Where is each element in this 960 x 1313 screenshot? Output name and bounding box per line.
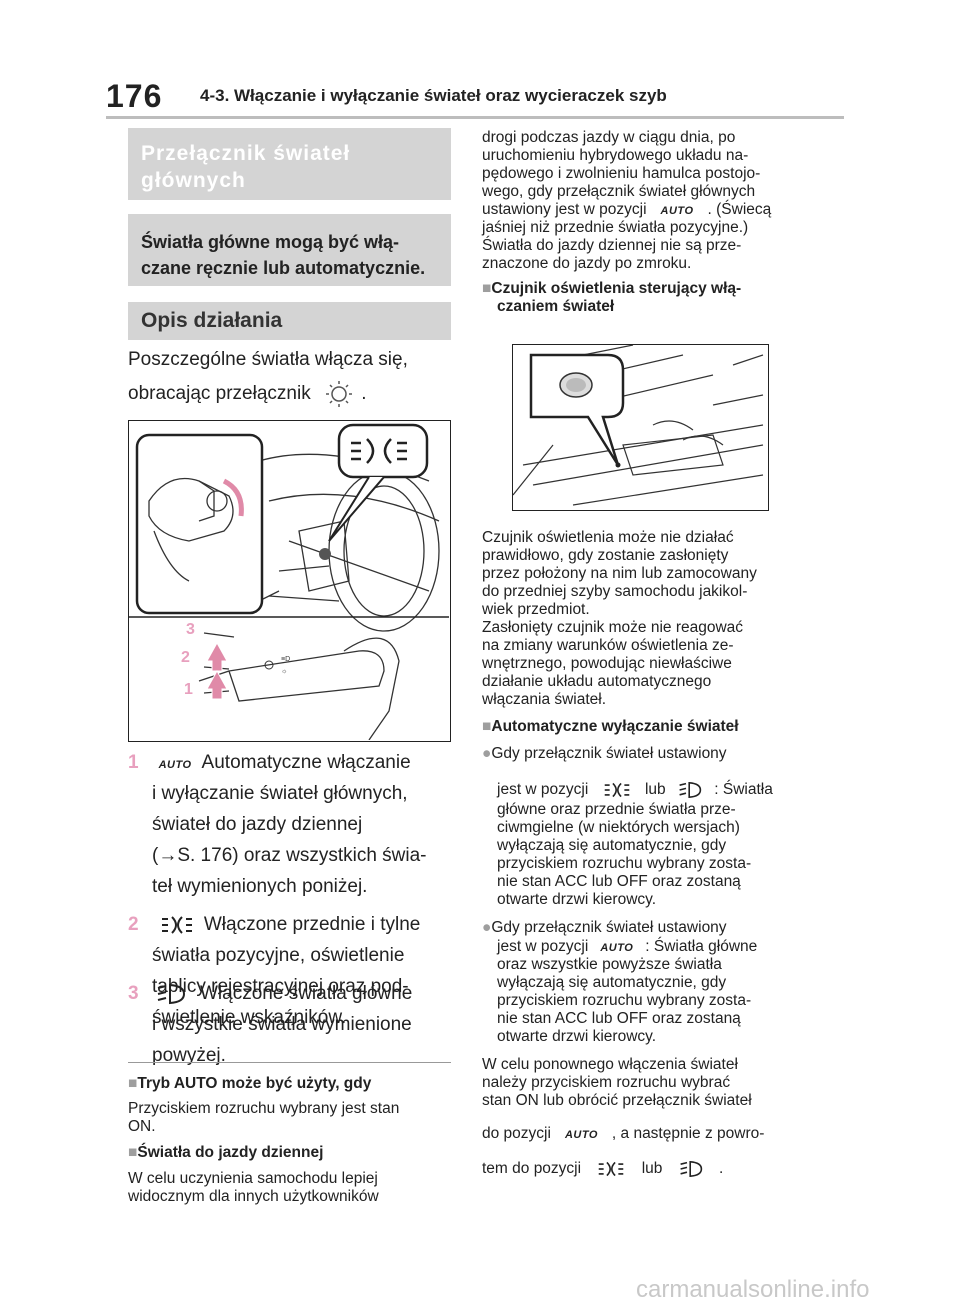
auto-icon: AUTO bbox=[600, 942, 634, 954]
paragraph-line: wiek przedmiot. bbox=[482, 601, 590, 618]
parking-lights-icon bbox=[599, 1161, 624, 1177]
paragraph-line: drogi podczas jazdy w ciągu dnia, po bbox=[482, 129, 736, 146]
paragraph-line: wego, gdy przełącznik świateł głównych bbox=[482, 183, 756, 200]
item3-line2: i wszystkie światła wymienione bbox=[152, 1014, 412, 1035]
figure-label-3: 3 bbox=[186, 621, 195, 638]
figure-label-2: 2 bbox=[181, 649, 190, 666]
auto-icon: AUTO bbox=[564, 1129, 598, 1141]
paragraph-line: wnętrznego, powodując niewłaściwe bbox=[482, 655, 732, 672]
paragraph-line: działanie układu automatycznego bbox=[482, 673, 712, 690]
paragraph-line: na zmiany warunków oświetlenia ze- bbox=[482, 637, 734, 654]
page-number: 176 bbox=[106, 78, 163, 114]
auto-icon: AUTO bbox=[660, 205, 694, 217]
light-sensor-figure bbox=[512, 344, 769, 511]
paragraph-line: tem do pozycji lub . bbox=[482, 1160, 724, 1178]
paragraph-line: prawidłowo, gdy zostanie zasłonięty bbox=[482, 547, 729, 564]
light-sensor-illustration bbox=[512, 344, 764, 506]
subsection-title: Opis działania bbox=[141, 309, 283, 332]
summary-line1: Światła główne mogą być włą- bbox=[141, 232, 400, 252]
headlights-icon bbox=[157, 983, 186, 1005]
paragraph-line: otwarte drzwi kierowcy. bbox=[497, 891, 657, 908]
note-text: W celu uczynienia samochodu lepiej bbox=[128, 1170, 378, 1187]
paragraph-line: Światła do jazdy dziennej nie są prze- bbox=[482, 237, 742, 254]
item-number: 2 bbox=[128, 914, 139, 935]
paragraph-line: Zasłonięty czujnik może nie reagować bbox=[482, 619, 744, 636]
paragraph-line: Czujnik oświetlenia może nie działać bbox=[482, 529, 734, 546]
bullet-1-line1: ●Gdy przełącznik świateł ustawiony bbox=[482, 745, 727, 762]
headlight-switch-icon bbox=[325, 380, 352, 407]
paragraph-line: główne oraz przednie światła prze- bbox=[497, 801, 736, 818]
item3-line3: powyżej. bbox=[152, 1045, 226, 1066]
paragraph-line: znaczone do jazdy po zmroku. bbox=[482, 255, 692, 272]
auto-icon: AUTO bbox=[158, 759, 192, 771]
paragraph-line: przyciskiem rozruchu wybrany zosta- bbox=[497, 855, 752, 872]
watermark: carmanualsonline.info bbox=[636, 1276, 870, 1303]
paragraph-line: uruchomieniu hybrydowego układu na- bbox=[482, 147, 749, 164]
paragraph-line: należy przyciskiem rozruchu wybrać bbox=[482, 1074, 731, 1091]
paragraph-line: otwarte drzwi kierowcy. bbox=[497, 1028, 657, 1045]
bullet-2-line1: ●Gdy przełącznik świateł ustawiony bbox=[482, 919, 727, 936]
note-text: ON. bbox=[128, 1118, 156, 1135]
paragraph-line: W celu ponownego włączenia świateł bbox=[482, 1056, 738, 1073]
paragraph-line: nie stan ACC lub OFF oraz zostaną bbox=[497, 1010, 741, 1027]
section-heading-box: Przełącznik świateł głównych bbox=[128, 128, 451, 200]
headlights-icon bbox=[680, 1160, 702, 1178]
paragraph-line: nie stan ACC lub OFF oraz zostaną bbox=[497, 873, 741, 890]
paragraph-line: wyłączają się automatycznie, gdy bbox=[497, 837, 727, 854]
item-number: 3 bbox=[128, 983, 139, 1004]
intro-line2: obracając przełącznik . bbox=[128, 378, 367, 409]
headlight-switch-figure: ≡D ☼ 3 2 1 bbox=[128, 420, 451, 742]
item3-line1: Włączone światła główne bbox=[152, 978, 412, 1009]
headlights-icon bbox=[679, 781, 702, 799]
paragraph-line: jaśniej niż przednie światła pozycyjne.) bbox=[482, 219, 749, 236]
note-heading-drl: ■Światła do jazdy dziennej bbox=[128, 1144, 324, 1161]
note-heading-auto-off: ■Automatyczne wyłączanie świateł bbox=[482, 718, 739, 735]
item-number: 1 bbox=[128, 752, 139, 773]
summary-box: Światła główne mogą być włą-czane ręczni… bbox=[128, 214, 451, 286]
svg-text:☼: ☼ bbox=[281, 668, 287, 675]
notes-divider bbox=[128, 1062, 451, 1063]
paragraph-line: wyłączają się automatycznie, gdy bbox=[497, 974, 727, 991]
summary-line2: czane ręcznie lub automatycznie. bbox=[141, 258, 426, 278]
paragraph-line: przez położony na nim lub zamocowany bbox=[482, 565, 757, 582]
section-heading-line2: głównych bbox=[141, 169, 246, 192]
svg-text:≡D: ≡D bbox=[281, 656, 290, 663]
note-heading-sensor: ■Czujnik oświetlenia sterujący włą- bbox=[482, 280, 742, 297]
paragraph-line: do przedniej szyby samochodu jakikol- bbox=[482, 583, 748, 600]
subsection-box: Opis działania bbox=[128, 302, 451, 340]
header-divider bbox=[106, 116, 844, 119]
paragraph-line: stan ON lub obrócić przełącznik świateł bbox=[482, 1092, 752, 1109]
paragraph-line: ciwmgielne (w niektórych wersjach) bbox=[497, 819, 740, 836]
headlight-switch-illustration: ≡D ☼ bbox=[129, 423, 449, 741]
paragraph-line: przyciskiem rozruchu wybrany zosta- bbox=[497, 992, 752, 1009]
note-heading-sensor-line2: czaniem świateł bbox=[497, 298, 615, 315]
note-heading-auto: ■Tryb AUTO może być użyty, gdy bbox=[128, 1075, 372, 1092]
figure-label-1: 1 bbox=[184, 681, 193, 698]
paragraph-line: włączania świateł. bbox=[482, 691, 607, 708]
note-text: widocznym dla innych użytkowników bbox=[128, 1188, 379, 1205]
parking-lights-icon bbox=[161, 916, 192, 934]
section-heading-line1: Przełącznik świateł bbox=[141, 142, 351, 165]
paragraph-line: oraz wszystkie powyższe światła bbox=[497, 956, 722, 973]
intro-line1: Poszczególne światła włącza się, bbox=[128, 349, 408, 370]
parking-lights-icon bbox=[604, 782, 629, 798]
paragraph-line: pędowego i zwolnieniu hamulca postojo- bbox=[482, 165, 761, 182]
note-text: Przyciskiem rozruchu wybrany jest stan bbox=[128, 1100, 400, 1117]
chapter-title: 4-3. Włączanie i wyłączanie świateł oraz… bbox=[200, 86, 667, 105]
bullet-1-line2: jest w pozycji lub : Światła bbox=[497, 781, 773, 799]
